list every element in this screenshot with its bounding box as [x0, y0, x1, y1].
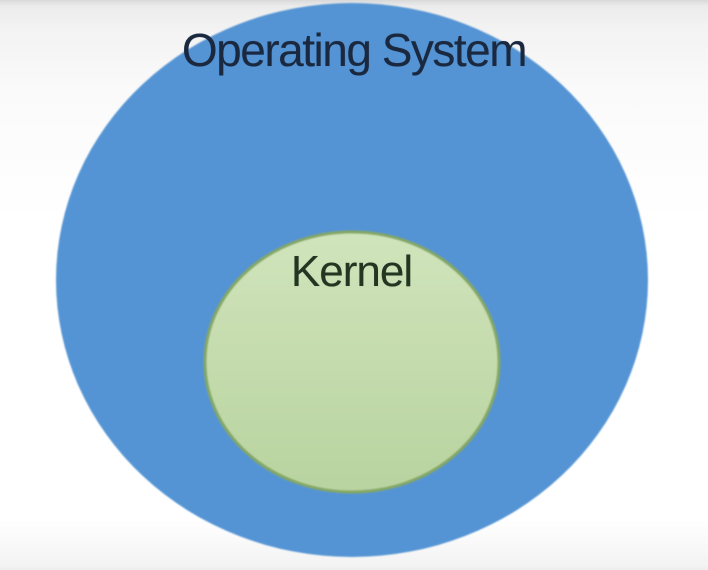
operating-system-label: Operating System: [181, 24, 528, 76]
kernel-circle: [203, 230, 501, 494]
kernel-label: Kernel: [290, 247, 413, 296]
